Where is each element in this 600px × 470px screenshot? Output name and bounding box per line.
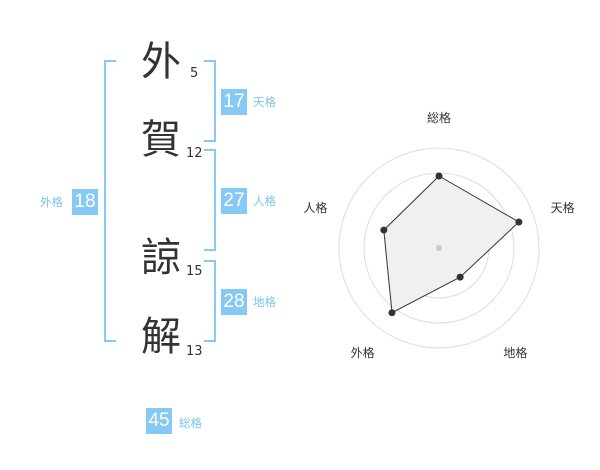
outer-bracket	[104, 60, 116, 342]
radar-ring	[338, 147, 540, 349]
stroke-count-4: 13	[186, 344, 203, 359]
radar-axis-label: 外格	[351, 345, 375, 360]
radar-axis-label: 総格	[427, 110, 451, 125]
radar-center	[436, 245, 442, 251]
chi-bracket	[204, 260, 216, 342]
radar-point	[388, 309, 396, 317]
name-char-3: 諒	[141, 235, 181, 281]
radar-axis-label: 人格	[303, 200, 327, 215]
gai-label: 外格	[40, 195, 63, 209]
stroke-count-1: 5	[190, 66, 199, 81]
radar-point	[456, 273, 464, 281]
radar-polygon	[383, 175, 520, 314]
chi-value: 28	[221, 289, 247, 315]
radar-axis-label: 天格	[551, 200, 575, 215]
ten-bracket	[204, 60, 216, 142]
jin-label: 人格	[253, 194, 276, 208]
radar-point	[435, 172, 443, 180]
name-char-2: 賀	[141, 117, 181, 163]
jin-value: 27	[221, 188, 247, 214]
jin-bracket	[204, 149, 216, 251]
radar-point	[515, 218, 523, 226]
ten-value: 17	[221, 89, 247, 115]
gai-value: 18	[72, 189, 98, 215]
name-char-1: 外	[141, 39, 181, 85]
sou-value: 45	[146, 408, 172, 434]
sou-label: 総格	[179, 416, 202, 430]
radar-point	[380, 226, 388, 234]
radar-axis-label: 地格	[503, 345, 527, 360]
ten-label: 天格	[253, 95, 276, 109]
stroke-count-2: 12	[186, 146, 203, 161]
name-char-4: 解	[141, 314, 181, 360]
stroke-count-3: 15	[186, 264, 203, 279]
chi-label: 地格	[253, 295, 276, 309]
